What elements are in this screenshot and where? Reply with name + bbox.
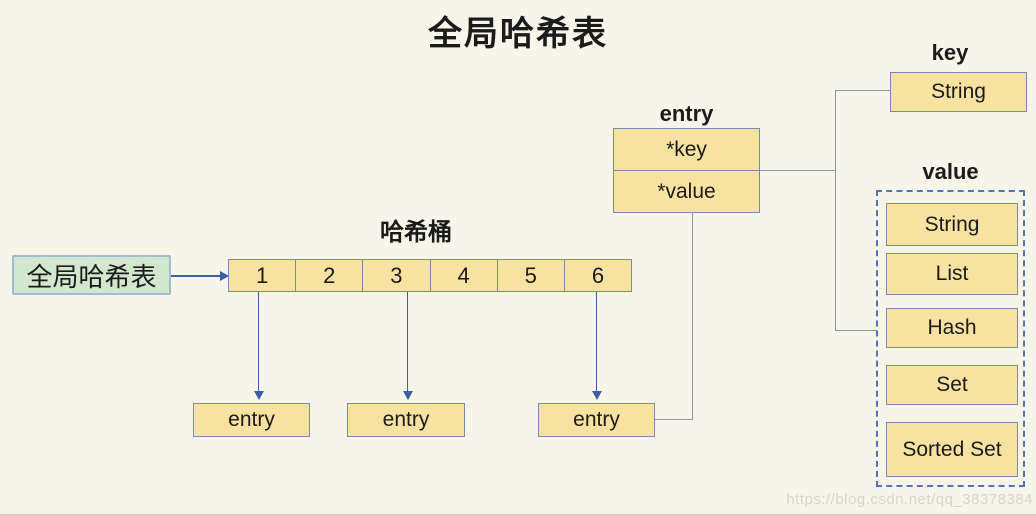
entry-struct-label: entry — [659, 101, 714, 126]
arrow-bucket1-to-entry-line — [257, 292, 259, 392]
connector-to-value-hash — [836, 329, 877, 331]
value-type-hash: Hash — [886, 308, 1018, 348]
connector-struct-stem — [760, 169, 836, 171]
bucket-cell-4: 4 — [429, 260, 497, 291]
arrow-bucket3-to-entry-head — [402, 391, 413, 400]
value-container: String List Hash Set Sorted Set — [876, 190, 1025, 487]
arrow-bucket6-to-entry-line — [595, 292, 597, 392]
bucket-label: 哈希桶 — [380, 219, 452, 246]
value-label: value — [922, 159, 979, 184]
arrow-hashtable-to-bucket-head — [220, 270, 229, 281]
entry-field-key: *key — [666, 137, 707, 161]
value-type-list: List — [886, 253, 1018, 295]
connector-entry3-vertical — [691, 212, 693, 420]
value-type-string: String — [886, 203, 1018, 246]
bucket-cell-5: 5 — [496, 260, 564, 291]
bucket-cell-1: 1 — [255, 262, 269, 288]
entry-field-value: *value — [614, 170, 759, 212]
value-type-sorted-set: Sorted Set — [886, 422, 1018, 477]
bucket-cell-2: 2 — [295, 260, 362, 291]
global-hash-table-label: 全局哈希表 — [26, 261, 157, 292]
entry-box-2-label: entry — [382, 408, 430, 431]
entry-box-2: entry — [347, 403, 465, 437]
arrow-hashtable-to-bucket-line — [171, 275, 221, 277]
bucket-cell-3: 3 — [362, 260, 429, 291]
entry-box-3-label: entry — [573, 408, 620, 431]
global-hash-table-box: 全局哈希表 — [12, 255, 171, 295]
entry-box-1-label: entry — [228, 408, 275, 431]
value-type-set: Set — [886, 365, 1018, 405]
connector-entry3-horizontal — [655, 418, 693, 420]
entry-struct: *key *value — [613, 128, 760, 213]
key-string-label: String — [931, 80, 986, 103]
arrow-bucket6-to-entry-head — [591, 391, 602, 400]
bottom-edge-line — [0, 514, 1036, 516]
entry-box-3: entry — [538, 403, 655, 437]
key-label: key — [931, 40, 969, 65]
diagram-title: 全局哈希表 — [428, 15, 608, 53]
entry-box-1: entry — [193, 403, 310, 437]
hash-bucket-array: 1 2 3 4 5 6 — [228, 259, 632, 292]
arrow-bucket1-to-entry-head — [253, 391, 264, 400]
key-string-box: String — [890, 72, 1027, 112]
connector-struct-trunk — [834, 89, 836, 331]
watermark-url: https://blog.csdn.net/qq_38378384 — [786, 491, 1033, 508]
arrow-bucket3-to-entry-line — [406, 292, 408, 392]
bucket-cell-6: 6 — [563, 260, 631, 291]
connector-to-key-string — [836, 89, 890, 91]
